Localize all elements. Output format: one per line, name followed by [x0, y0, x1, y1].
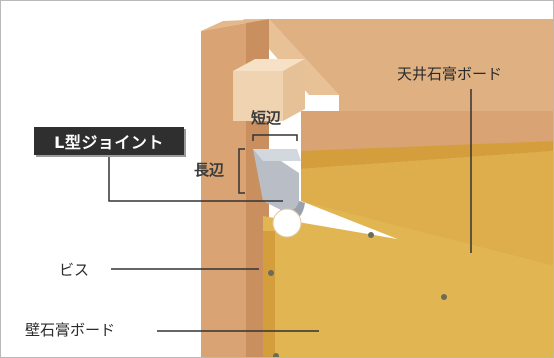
- corner-cutout: [272, 208, 302, 238]
- tanpen-bracket: [252, 134, 298, 141]
- ceiling-board-label: 天井石膏ボード: [397, 65, 503, 83]
- l-joint-leader: [108, 153, 283, 202]
- beam-end-block: [233, 71, 283, 121]
- tanpen-label: 短辺: [251, 109, 282, 127]
- beam-end-block-side: [283, 59, 305, 121]
- ceiling-beam: [269, 19, 553, 111]
- wall-board-edge: [263, 231, 275, 357]
- wall-gypsum-board: [263, 216, 553, 357]
- chohen-bracket: [238, 148, 245, 194]
- l-joint-label: L型ジョイント: [54, 133, 164, 152]
- screw-label: ビス: [59, 261, 90, 279]
- chohen-label: 長辺: [194, 161, 225, 179]
- screw-head-icon: [268, 232, 447, 357]
- ceiling-board-fold: [301, 151, 553, 266]
- ceiling-board-edge: [301, 141, 553, 169]
- wall-post-top: [201, 19, 269, 31]
- wall-board-label: 壁石膏ボード: [25, 321, 116, 339]
- l-joint-short-side: [253, 149, 301, 161]
- beam-end-block-top: [233, 59, 305, 71]
- l-joint-badge: L型ジョイント: [34, 127, 184, 155]
- ceiling-beam-lower: [301, 111, 553, 151]
